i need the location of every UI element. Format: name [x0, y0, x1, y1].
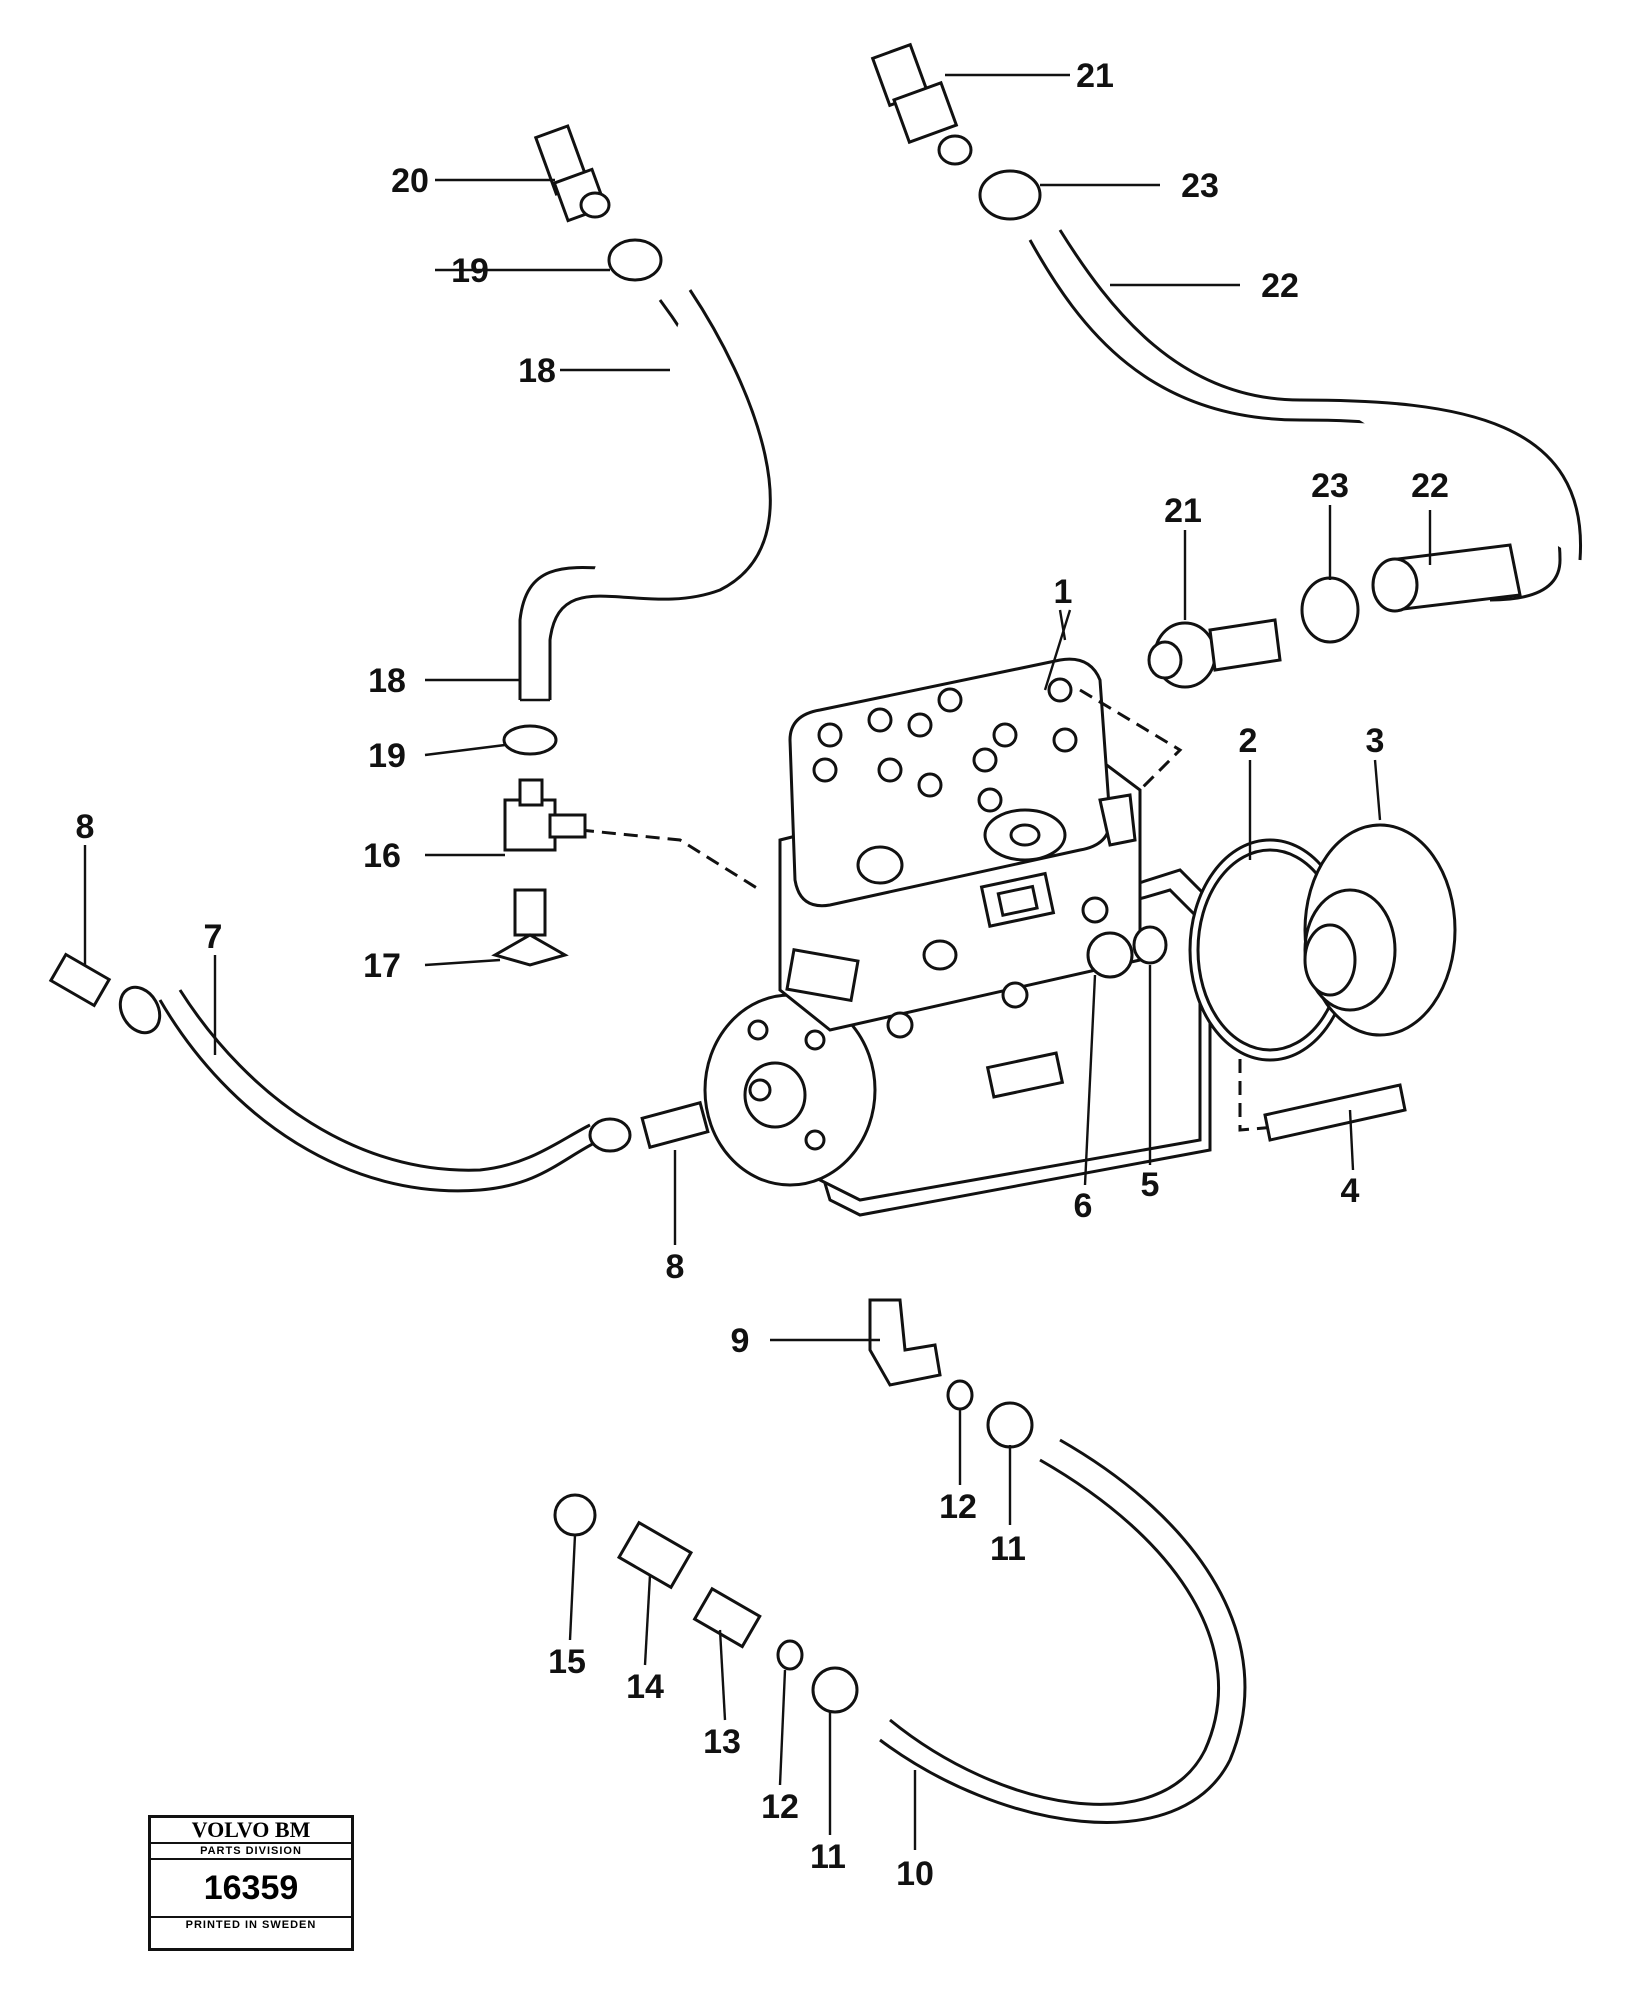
label-14: 14	[626, 1668, 664, 1706]
label-17: 17	[363, 947, 401, 985]
label-3: 3	[1366, 722, 1385, 760]
label-1: 1	[1054, 573, 1073, 611]
compressor-body	[703, 657, 1212, 1217]
leader-lines	[83, 73, 1432, 1850]
label-19-upper: 19	[451, 252, 489, 290]
label-18-lower: 18	[368, 662, 406, 700]
label-23-right: 23	[1311, 467, 1349, 505]
label-12-upper: 12	[939, 1488, 977, 1526]
stamp-brand: VOLVO BM	[151, 1818, 351, 1844]
label-12-lower: 12	[761, 1788, 799, 1826]
label-11-upper: 11	[990, 1530, 1026, 1568]
gear-3	[1303, 823, 1457, 1037]
label-10: 10	[896, 1855, 934, 1893]
label-19-lower: 19	[368, 737, 406, 775]
label-8-left: 8	[76, 808, 95, 846]
label-13: 13	[703, 1723, 741, 1761]
stamp-division: PARTS DIVISION	[151, 1844, 351, 1860]
label-18-upper: 18	[518, 352, 556, 390]
label-20: 20	[391, 162, 429, 200]
label-22-right: 22	[1411, 467, 1449, 505]
tee-16	[503, 778, 587, 852]
stamp-printed: PRINTED IN SWEDEN	[185, 1919, 317, 1931]
drain-cock-17	[491, 888, 569, 967]
label-5: 5	[1141, 1166, 1160, 1204]
label-21-top: 21	[1076, 57, 1114, 95]
volvo-bm-stamp: VOLVO BM PARTS DIVISION 16359 PRINTED IN…	[148, 1815, 354, 1951]
part-labels: 1 2 3 4 5 6 7 8 8 9 10 11 11 12 12 13 14…	[76, 57, 1449, 1893]
label-11-lower: 11	[810, 1838, 846, 1876]
label-9: 9	[731, 1322, 750, 1360]
label-21-right: 21	[1164, 492, 1202, 530]
fitting-21-top	[870, 42, 973, 166]
fitting-21-right	[1147, 618, 1282, 689]
label-6: 6	[1074, 1187, 1093, 1225]
label-2: 2	[1239, 722, 1258, 760]
label-15: 15	[548, 1643, 586, 1681]
label-4: 4	[1341, 1172, 1360, 1210]
label-16: 16	[363, 837, 401, 875]
label-22-top: 22	[1261, 267, 1299, 305]
label-7: 7	[204, 918, 223, 956]
fitting-20	[533, 124, 611, 223]
label-23-top: 23	[1181, 167, 1219, 205]
stamp-number: 16359	[151, 1860, 351, 1918]
label-8-lower: 8	[666, 1248, 685, 1286]
